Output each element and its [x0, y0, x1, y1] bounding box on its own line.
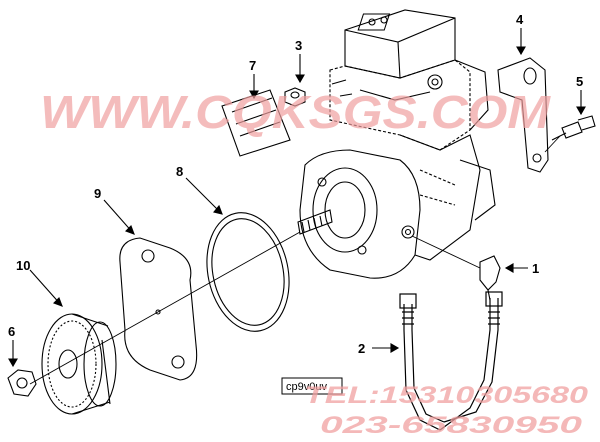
fuel-fitting-elbow [479, 255, 501, 301]
bolt [551, 115, 596, 141]
fuel-hose [399, 291, 503, 431]
callout-9: 9 [94, 186, 101, 201]
o-ring-seal [206, 212, 290, 332]
assembly-axis-line [29, 231, 301, 385]
callout-8: 8 [176, 164, 183, 179]
figure-code: cp9v0uv [286, 381, 327, 393]
drive-shaft [297, 209, 333, 235]
bolt-axis-line [544, 135, 561, 153]
fitting-axis-line [411, 235, 481, 269]
watermark-phone: 023-65830950 [320, 412, 583, 439]
callout-10: 10 [16, 258, 30, 273]
callout-4: 4 [516, 12, 524, 27]
callout-1: 1 [532, 261, 539, 276]
cover-plate [119, 237, 198, 381]
callout-7: 7 [249, 58, 256, 73]
callout-5: 5 [576, 74, 583, 89]
callout-2: 2 [358, 341, 365, 356]
watermark-tel: TEL:15310305680 [304, 382, 589, 409]
figure-code-box: cp9v0uv [281, 377, 343, 395]
callout-3: 3 [295, 38, 302, 53]
drive-gear [41, 313, 117, 415]
hex-flange-nut [7, 369, 37, 397]
nut [284, 87, 306, 107]
watermark-site: WWW.CQKSGS.COM [40, 86, 552, 138]
callout-6: 6 [8, 324, 15, 339]
leader-lines [8, 28, 586, 368]
fuel-pump-assembly [299, 9, 496, 279]
support-bracket [497, 57, 549, 173]
